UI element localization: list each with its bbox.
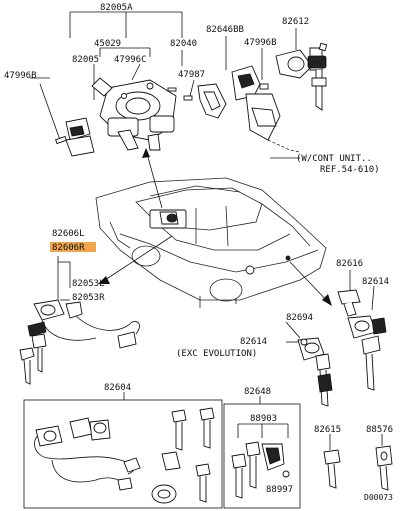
car-outline: [95, 177, 327, 308]
label-88997: 88997: [266, 485, 293, 495]
label-82606R-highlight: [50, 242, 96, 252]
group-82005A: [30, 11, 227, 157]
group-82606-labels: 82606L 82606R 82053L 82053R: [52, 229, 105, 303]
group-82615: [323, 434, 393, 491]
label-cont-unit-line2: REF.54-610): [320, 165, 380, 175]
group-82005A-labels: 82005A 45029 82005 47996C 82040 47996B 4…: [4, 3, 205, 81]
label-82606R: 82606R: [52, 243, 85, 253]
group-82646BB-labels: 82646BB 47996B 82612 (W/CONT UNIT.. REF.…: [206, 17, 380, 175]
label-47996C: 47996C: [114, 55, 147, 65]
group-82616-labels: 82616 82614: [336, 259, 389, 287]
group-82648-labels: 82648 88903 88997: [244, 387, 293, 495]
label-cont-unit-line1: (W/CONT UNIT..: [296, 154, 372, 164]
group-82614-exc-labels: 82694 82614 (EXC EVOLUTION): [176, 313, 313, 359]
group-82648: [223, 396, 301, 509]
label-82646BB: 82646BB: [206, 25, 244, 35]
group-82604: [23, 392, 223, 509]
group-82614-exc: [285, 321, 333, 407]
label-82615: 82615: [314, 425, 341, 435]
label-82694: 82694: [286, 313, 313, 323]
label-82040: 82040: [170, 39, 197, 49]
label-88576: 88576: [366, 425, 393, 435]
label-82648: 82648: [244, 387, 271, 397]
group-82604-labels: 82604: [104, 383, 131, 393]
group-82615-labels: 82615 88576 D00073: [314, 425, 393, 502]
group-82646BB: [225, 28, 328, 159]
label-47987: 47987: [178, 70, 205, 80]
label-exc-evolution: (EXC EVOLUTION): [176, 349, 257, 359]
group-82616: [337, 270, 387, 391]
label-82604: 82604: [104, 383, 131, 393]
arrows: [98, 148, 332, 306]
label-82005A: 82005A: [100, 3, 133, 13]
label-82005: 82005: [72, 55, 99, 65]
label-82616: 82616: [336, 259, 363, 269]
label-82612: 82612: [282, 17, 309, 27]
label-88903: 88903: [250, 414, 277, 424]
label-47996B: 47996B: [4, 71, 37, 81]
label-82614-exc: 82614: [240, 337, 267, 347]
group-82606: [19, 242, 140, 385]
label-47996B-right: 47996B: [244, 38, 277, 48]
label-82606L: 82606L: [52, 229, 85, 239]
label-82053L: 82053L: [72, 279, 105, 289]
label-82053R: 82053R: [72, 293, 105, 303]
label-45029: 45029: [94, 39, 121, 49]
label-diagram-id: D00073: [364, 493, 393, 502]
label-82614: 82614: [362, 277, 389, 287]
